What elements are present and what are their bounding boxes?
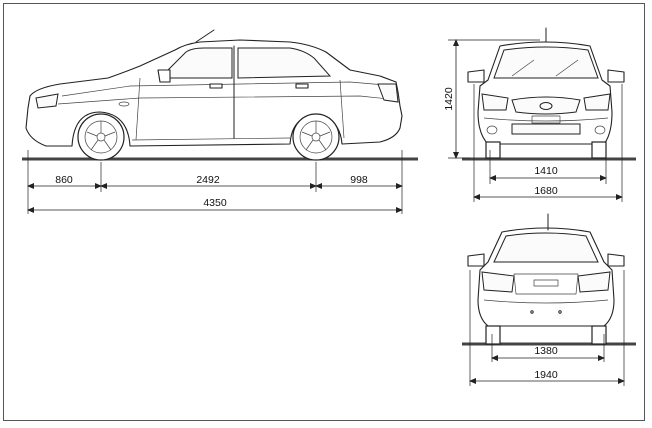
front-left-headlight-icon [481,93,509,111]
label-wheelbase: 2492 [196,174,220,186]
front-right-mirror-icon [607,69,625,83]
side-headlight-icon [35,93,59,109]
side-character-line [57,95,399,105]
front-logo-icon [539,102,553,110]
rear-right-tire [591,325,607,345]
side-sill-line [131,137,291,141]
front-right-foglight-icon [594,125,606,135]
front-plate [531,115,561,124]
rear-left-taillight-icon [481,271,515,293]
side-badge-icon [118,101,130,107]
rear-view: 1380 1940 [462,213,636,386]
front-bumper-line [483,117,609,122]
rear-right-taillight-icon [577,271,611,293]
side-beltline [61,81,397,97]
front-windshield [493,46,599,79]
side-view: 860 2492 998 4350 [22,29,418,214]
side-front-window [158,47,233,79]
label-height: 1420 [443,87,455,111]
front-wipers-icon [511,59,579,77]
side-rear-window [237,47,332,79]
front-left-foglight-icon [486,125,498,135]
rear-badge-icon [533,279,559,287]
side-front-wheel [77,113,125,161]
rear-left-tire [485,325,501,345]
front-grille [511,96,581,115]
front-lower-intake [511,123,581,135]
side-taillight-icon [377,83,399,103]
label-rear-track: 1380 [534,345,558,357]
side-rear-door-edge [339,79,345,139]
rear-window [493,232,599,263]
front-right-tire [591,141,607,159]
side-antenna-icon [195,29,215,43]
label-rear-overhang: 998 [350,174,368,186]
side-front-handle-icon [209,83,223,89]
rear-right-mirror-icon [607,253,625,267]
rear-left-dot [530,310,534,314]
side-mirror-icon [157,69,171,83]
label-front-track: 1410 [534,165,558,177]
rear-bumper-line [483,299,609,304]
rear-right-dot [558,310,562,314]
rear-left-mirror-icon [467,253,485,267]
label-overall-length: 4350 [203,197,227,209]
side-rear-wheel [292,113,340,161]
side-rear-handle-icon [295,83,309,89]
side-front-door-edge [135,77,141,141]
front-right-headlight-icon [583,93,611,111]
front-left-tire [485,141,501,159]
rear-trunk-lid [513,273,579,295]
front-left-mirror-icon [467,69,485,83]
front-view: 1420 1410 1680 [443,27,636,202]
label-overall-width-rear: 1940 [534,369,558,381]
label-overall-width-mirrors: 1680 [534,185,558,197]
label-front-overhang: 860 [55,174,73,186]
